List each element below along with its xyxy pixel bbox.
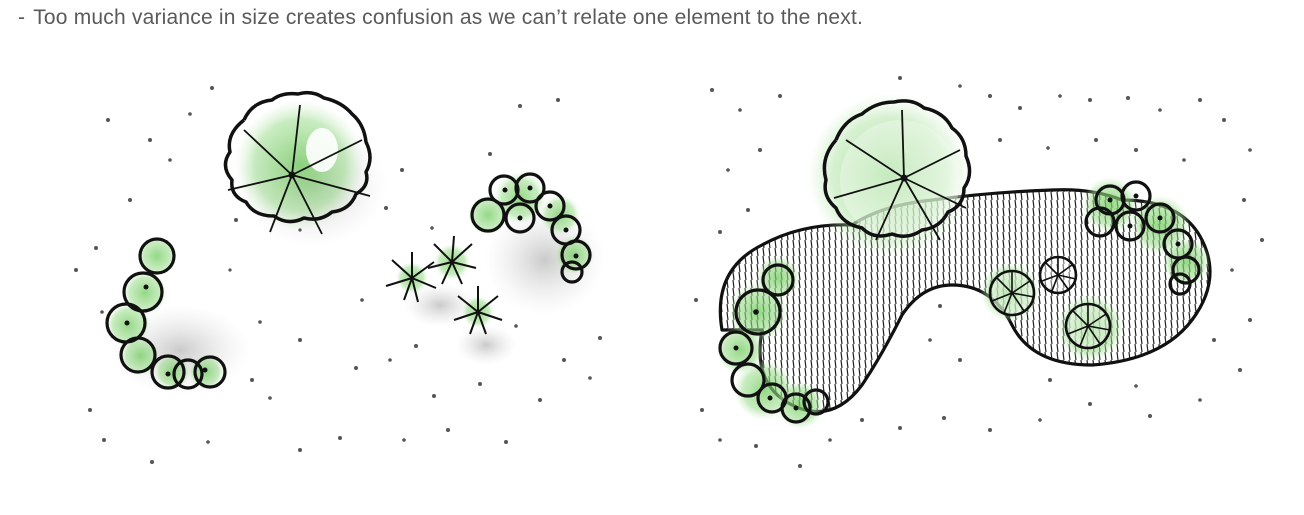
shrub-cluster-right-1 (468, 172, 605, 315)
left-panel-sketch (74, 86, 605, 464)
large-canopy-tree-right (808, 93, 972, 257)
shrub-cluster-left-1 (106, 236, 250, 395)
large-canopy-tree-left (225, 93, 387, 247)
right-panel-sketch (694, 76, 1264, 468)
